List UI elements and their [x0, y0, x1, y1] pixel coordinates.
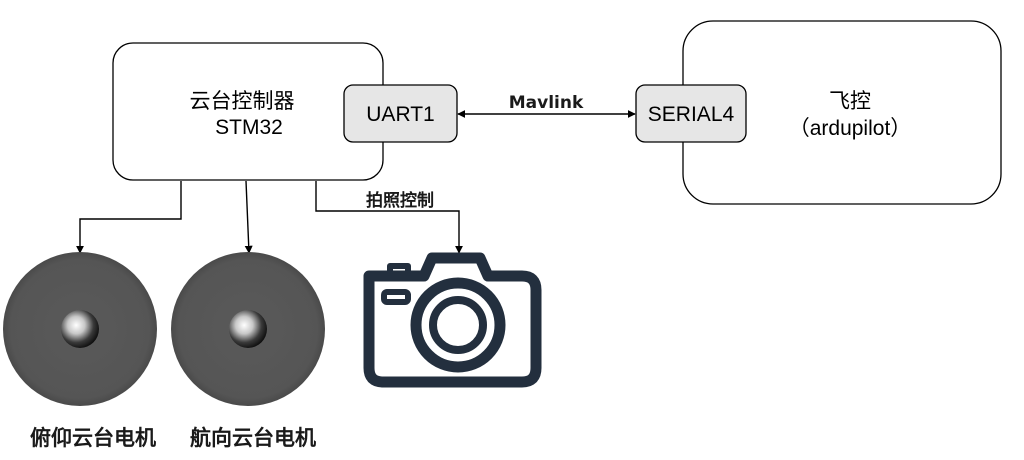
motor-disc-icon	[171, 252, 325, 406]
yaw-motor-node: 航向云台电机	[171, 252, 325, 450]
camera-connector	[315, 181, 463, 254]
flight-controller-firmware: （ardupilot）	[789, 117, 912, 140]
yaw-motor-label: 航向云台电机	[190, 426, 316, 450]
uart1-port-node: UART1	[343, 84, 458, 143]
gimbal-controller-title: 云台控制器	[190, 90, 295, 113]
uart1-port-box	[343, 84, 458, 143]
uart1-port-label: UART1	[366, 103, 434, 126]
gimbal-controller-node: 云台控制器 STM32	[112, 42, 384, 181]
flight-controller-node: 飞控 （ardupilot）	[682, 20, 1002, 205]
gimbal-controller-chip: STM32	[215, 116, 283, 139]
flight-controller-title: 飞控	[829, 90, 871, 113]
shutter-control-label: 拍照控制	[366, 190, 434, 211]
mavlink-link: Mavlink	[457, 93, 636, 118]
pitch-motor-label: 俯仰云台电机	[30, 426, 156, 450]
pitch-motor-node: 俯仰云台电机	[3, 252, 157, 450]
shutter-control-link: 拍照控制	[315, 181, 463, 254]
camera-icon	[363, 252, 542, 388]
motor-disc-icon	[3, 252, 157, 406]
pitch-motor-connector	[76, 181, 182, 254]
yaw-motor-connector	[244, 180, 253, 254]
serial4-port-label: SERIAL4	[648, 103, 735, 126]
serial4-port-node: SERIAL4	[635, 84, 747, 143]
mavlink-label: Mavlink	[509, 93, 584, 113]
serial4-port-box	[635, 84, 747, 143]
